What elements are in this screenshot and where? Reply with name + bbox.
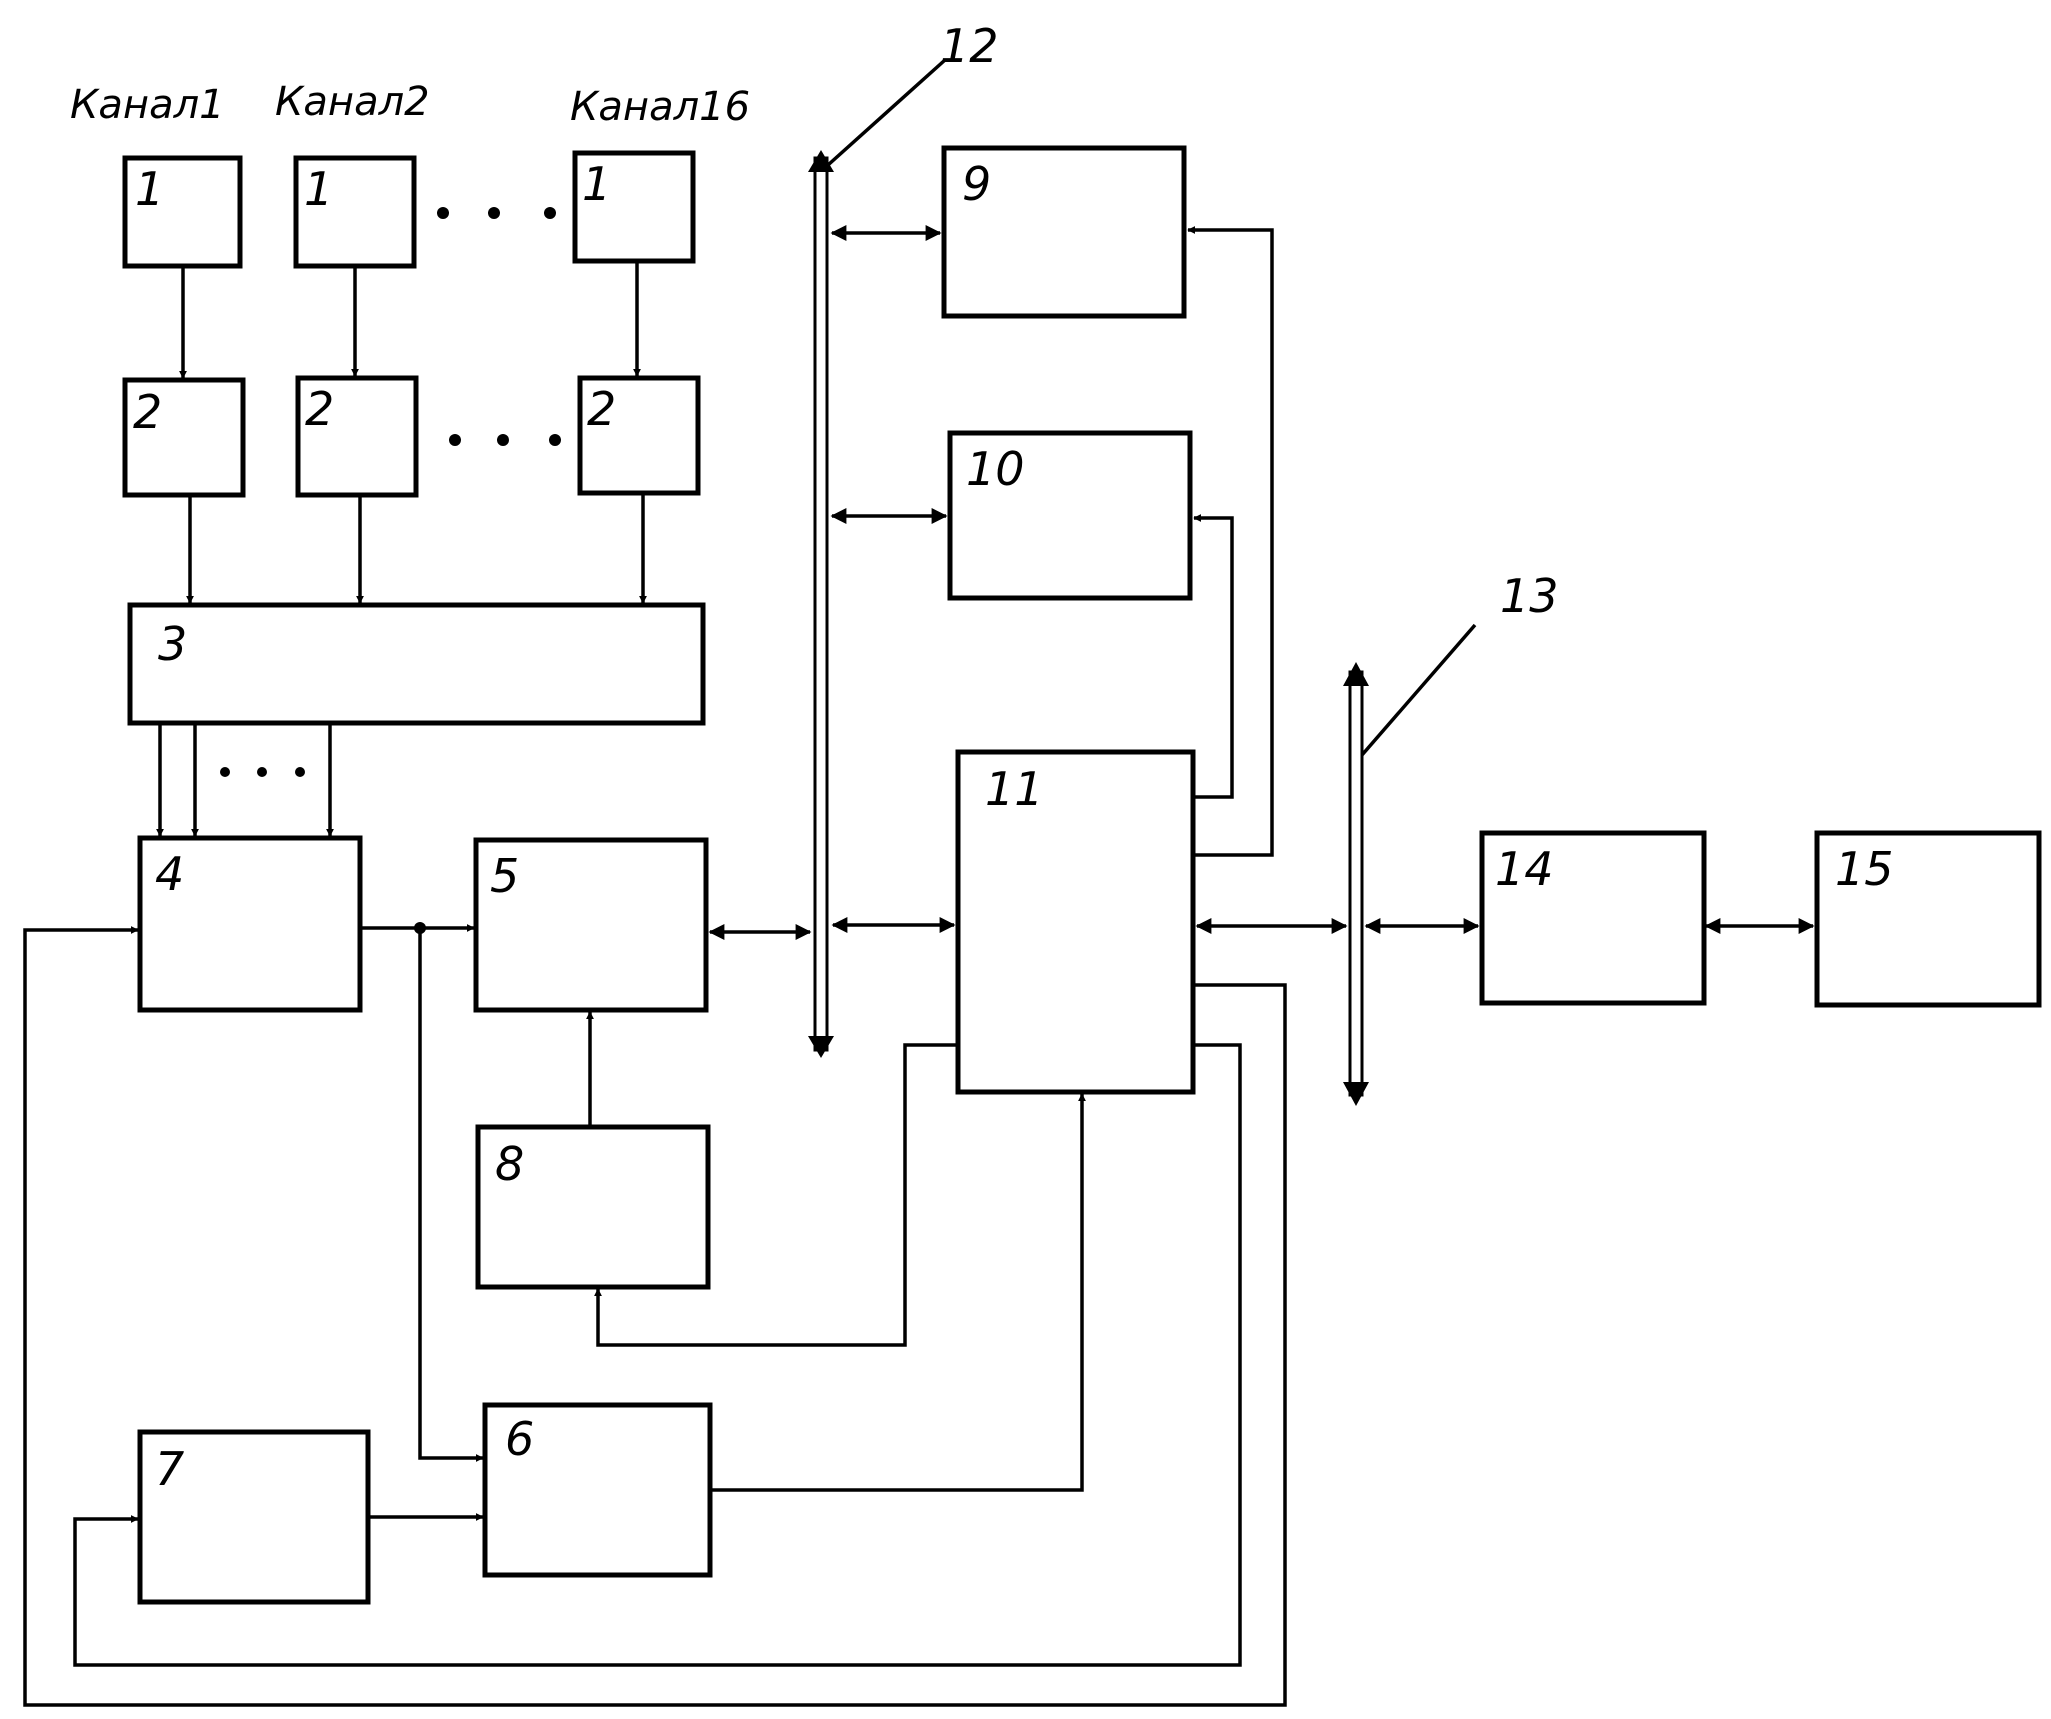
block-5: 5 bbox=[476, 840, 706, 1010]
bus-13-leader bbox=[1362, 625, 1475, 755]
ellipsis-dots-row1 bbox=[437, 207, 556, 219]
svg-text:3: 3 bbox=[158, 617, 187, 671]
channel-2-label: Канал2 bbox=[275, 79, 430, 125]
bus-12-label: 12 bbox=[940, 19, 999, 73]
block-2-channel-1: 2 bbox=[125, 380, 243, 495]
arrow-11-9 bbox=[1188, 230, 1272, 855]
arrow-11-10 bbox=[1194, 518, 1232, 797]
svg-text:6: 6 bbox=[505, 1412, 534, 1466]
svg-text:1: 1 bbox=[582, 157, 611, 211]
block-11: 11 bbox=[958, 752, 1193, 1092]
svg-text:10: 10 bbox=[966, 442, 1025, 496]
svg-text:8: 8 bbox=[495, 1137, 524, 1191]
svg-text:4: 4 bbox=[155, 847, 184, 901]
svg-text:2: 2 bbox=[133, 385, 162, 439]
bus-12 bbox=[808, 150, 834, 1058]
svg-text:15: 15 bbox=[1835, 842, 1894, 896]
svg-text:2: 2 bbox=[305, 382, 334, 436]
svg-text:11: 11 bbox=[985, 762, 1044, 816]
ellipsis-dots-row2 bbox=[449, 434, 561, 446]
channel-16-label: Канал16 bbox=[570, 84, 750, 130]
block-1-channel-2: 1 bbox=[296, 158, 414, 266]
block-1-channel-16: 1 bbox=[575, 153, 693, 261]
ellipsis-dots-row3 bbox=[220, 767, 305, 777]
block-15: 15 bbox=[1817, 833, 2039, 1005]
block-1-channel-1: 1 bbox=[125, 158, 240, 266]
svg-text:1: 1 bbox=[135, 162, 164, 216]
svg-text:14: 14 bbox=[1495, 842, 1554, 896]
svg-text:7: 7 bbox=[155, 1442, 184, 1496]
block-2-channel-16: 2 bbox=[580, 378, 698, 493]
block-9: 9 bbox=[944, 148, 1184, 316]
arrow-6-11 bbox=[712, 1094, 1082, 1490]
block-7: 7 bbox=[140, 1432, 368, 1602]
block-10: 10 bbox=[950, 433, 1190, 598]
block-14: 14 bbox=[1482, 833, 1704, 1003]
svg-text:2: 2 bbox=[587, 382, 616, 436]
channel-1-label: Канал1 bbox=[70, 82, 225, 128]
svg-text:9: 9 bbox=[962, 157, 991, 211]
bus-13 bbox=[1343, 662, 1369, 1106]
bus-12-leader bbox=[828, 60, 945, 165]
bus-13-label: 13 bbox=[1500, 569, 1559, 623]
block-4: 4 bbox=[140, 838, 360, 1010]
svg-text:1: 1 bbox=[304, 162, 333, 216]
svg-text:5: 5 bbox=[490, 849, 519, 903]
block-6: 6 bbox=[485, 1405, 710, 1575]
block-8: 8 bbox=[478, 1127, 708, 1287]
block-2-channel-2: 2 bbox=[298, 378, 416, 495]
block-3: 3 bbox=[130, 605, 703, 723]
junction-dot bbox=[414, 922, 426, 934]
